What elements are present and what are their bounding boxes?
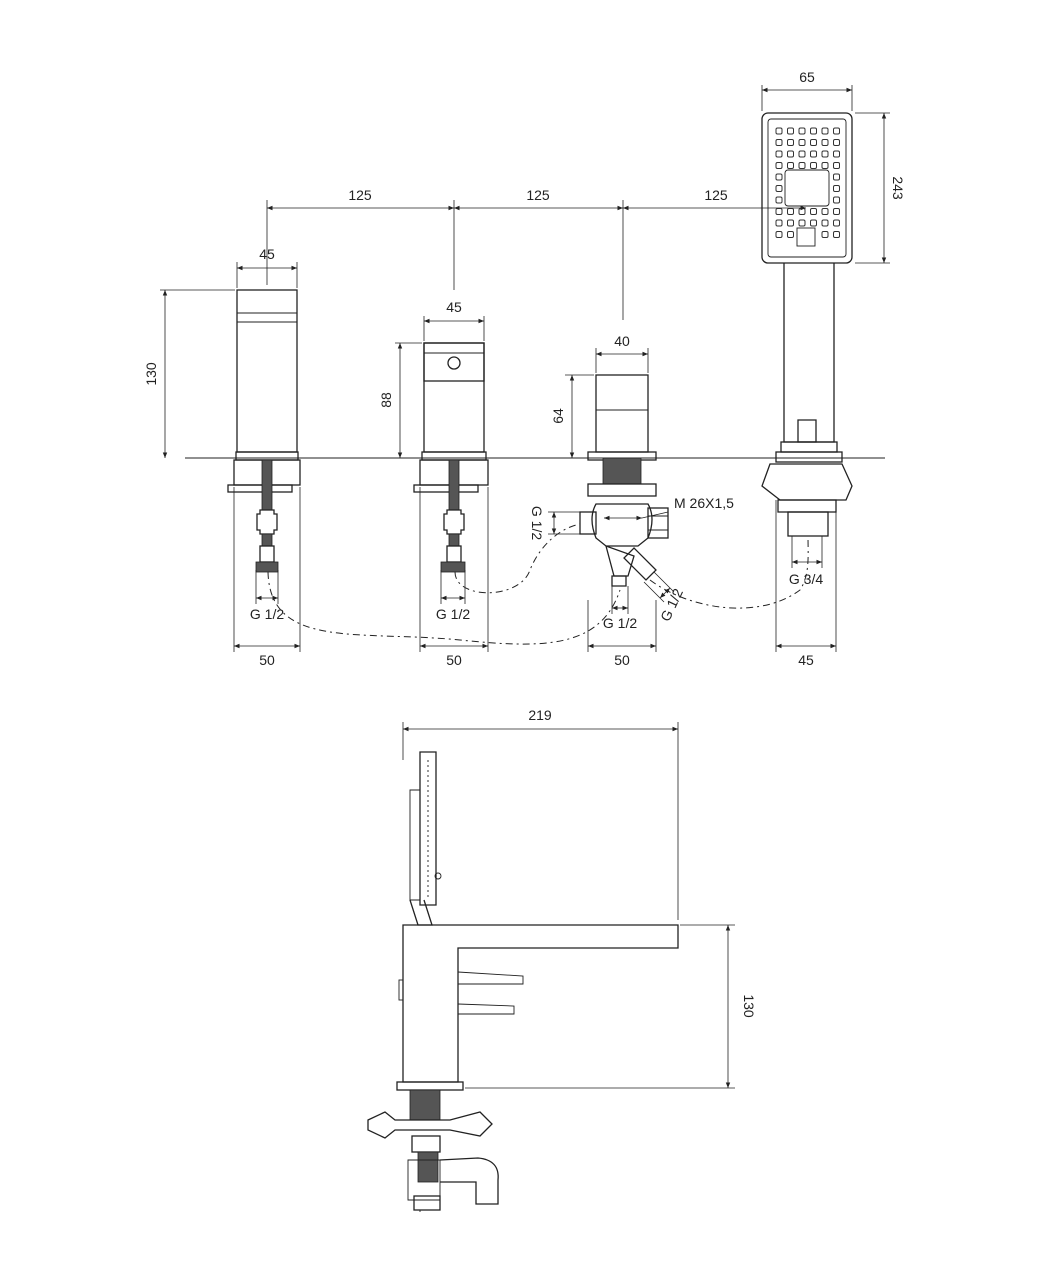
- nozzle: [833, 173, 840, 181]
- valve-body: [413, 342, 489, 573]
- thread-handshower: G 3/4: [789, 571, 823, 587]
- front-view: 125 125 125 45 45 40 65 1: [143, 69, 906, 668]
- valve-threaded-rod: [448, 459, 460, 511]
- nozzle: [821, 208, 829, 215]
- nozzle: [798, 208, 806, 215]
- dim-base-spout: 50: [259, 652, 275, 668]
- nozzle: [833, 185, 840, 192]
- dim-height-diverter: 64: [550, 408, 566, 424]
- nozzle: [775, 219, 783, 227]
- nozzle: [775, 173, 783, 181]
- nozzle: [787, 208, 794, 215]
- thread-diverter-angled: G 1/2: [657, 586, 686, 624]
- dim-height-spout: 130: [143, 362, 159, 386]
- nozzle: [775, 208, 783, 215]
- nozzle: [833, 208, 840, 215]
- hand-shower: [761, 112, 853, 537]
- side-handshower: [409, 751, 442, 926]
- nozzle: [798, 127, 806, 135]
- nozzle: [833, 127, 840, 135]
- nozzle: [833, 150, 840, 158]
- nozzle: [833, 139, 840, 146]
- dim-spacing-1: 125: [348, 187, 372, 203]
- nozzle: [798, 139, 806, 146]
- dim-side-length: 219: [528, 707, 552, 723]
- spout-body: [227, 289, 301, 573]
- side-view: 219 130: [367, 707, 757, 1212]
- thread-diverter-nut: M 26X1,5: [674, 495, 734, 511]
- nozzle: [787, 219, 794, 227]
- spacing-dims: 125 125 125: [266, 187, 806, 320]
- nozzle: [810, 139, 817, 146]
- dim-base-handshower: 45: [798, 652, 814, 668]
- dim-spacing-2: 125: [526, 187, 550, 203]
- nozzle: [787, 150, 794, 158]
- dim-base-diverter: 50: [614, 652, 630, 668]
- dim-height-valve: 88: [378, 392, 394, 408]
- side-mounting-hardware: [367, 1089, 499, 1212]
- nozzle: [810, 219, 817, 227]
- diverter-body: [579, 374, 669, 587]
- dim-width-handshower: 65: [799, 69, 815, 85]
- dim-side-height: 130: [741, 994, 757, 1018]
- nozzle: [775, 127, 783, 135]
- dim-height-handshower: 243: [890, 176, 906, 200]
- nozzle: [775, 185, 783, 192]
- nozzle: [821, 139, 829, 146]
- dim-width-spout: 45: [259, 246, 275, 262]
- nozzle: [798, 150, 806, 158]
- hose-valve-diverter: [454, 523, 581, 594]
- nozzle: [787, 162, 794, 169]
- dim-width-valve: 45: [446, 299, 462, 315]
- nozzle: [798, 162, 806, 169]
- nozzle-grid: [775, 127, 840, 238]
- nozzle: [798, 219, 806, 227]
- side-spout-body: [396, 924, 679, 1091]
- diverter-threaded-sleeve: [602, 457, 642, 485]
- nozzle: [810, 162, 817, 169]
- height-dims: 130 88 64 243: [143, 112, 906, 458]
- nozzle: [810, 208, 817, 215]
- dim-base-valve: 50: [446, 652, 462, 668]
- nozzle: [775, 231, 783, 238]
- base-dims: 50 50 50 45: [233, 487, 837, 668]
- nozzle: [775, 162, 783, 169]
- nozzle: [775, 196, 783, 204]
- hose-spout-diverter: [267, 571, 621, 645]
- nozzle: [821, 162, 829, 169]
- nozzle: [775, 139, 783, 146]
- thread-diverter-bottom: G 1/2: [603, 615, 637, 631]
- nozzle: [775, 150, 783, 158]
- thread-callouts: G 1/2 G 1/2 G 1/2 G 1/2 G 1/2 M 26X1,5: [250, 495, 823, 631]
- nozzle: [821, 219, 829, 227]
- width-dims: 45 45 40 65: [236, 69, 853, 373]
- nozzle: [787, 127, 794, 135]
- valve-indicator-dot: [447, 356, 461, 370]
- thread-valve: G 1/2: [436, 606, 470, 622]
- nozzle: [821, 127, 829, 135]
- nozzle: [833, 162, 840, 169]
- nozzle: [833, 219, 840, 227]
- thread-spout: G 1/2: [250, 606, 284, 622]
- dim-width-diverter: 40: [614, 333, 630, 349]
- spout-threaded-rod: [261, 459, 273, 511]
- nozzle: [821, 231, 829, 238]
- nozzle: [787, 231, 794, 238]
- nozzle: [787, 139, 794, 146]
- nozzle: [833, 231, 840, 238]
- dim-spacing-3: 125: [704, 187, 728, 203]
- nozzle: [810, 150, 817, 158]
- nozzle: [833, 196, 840, 204]
- nozzle: [821, 150, 829, 158]
- hand-shower-head: [761, 112, 853, 264]
- nozzle: [810, 127, 817, 135]
- thread-diverter-left: G 1/2: [529, 506, 545, 540]
